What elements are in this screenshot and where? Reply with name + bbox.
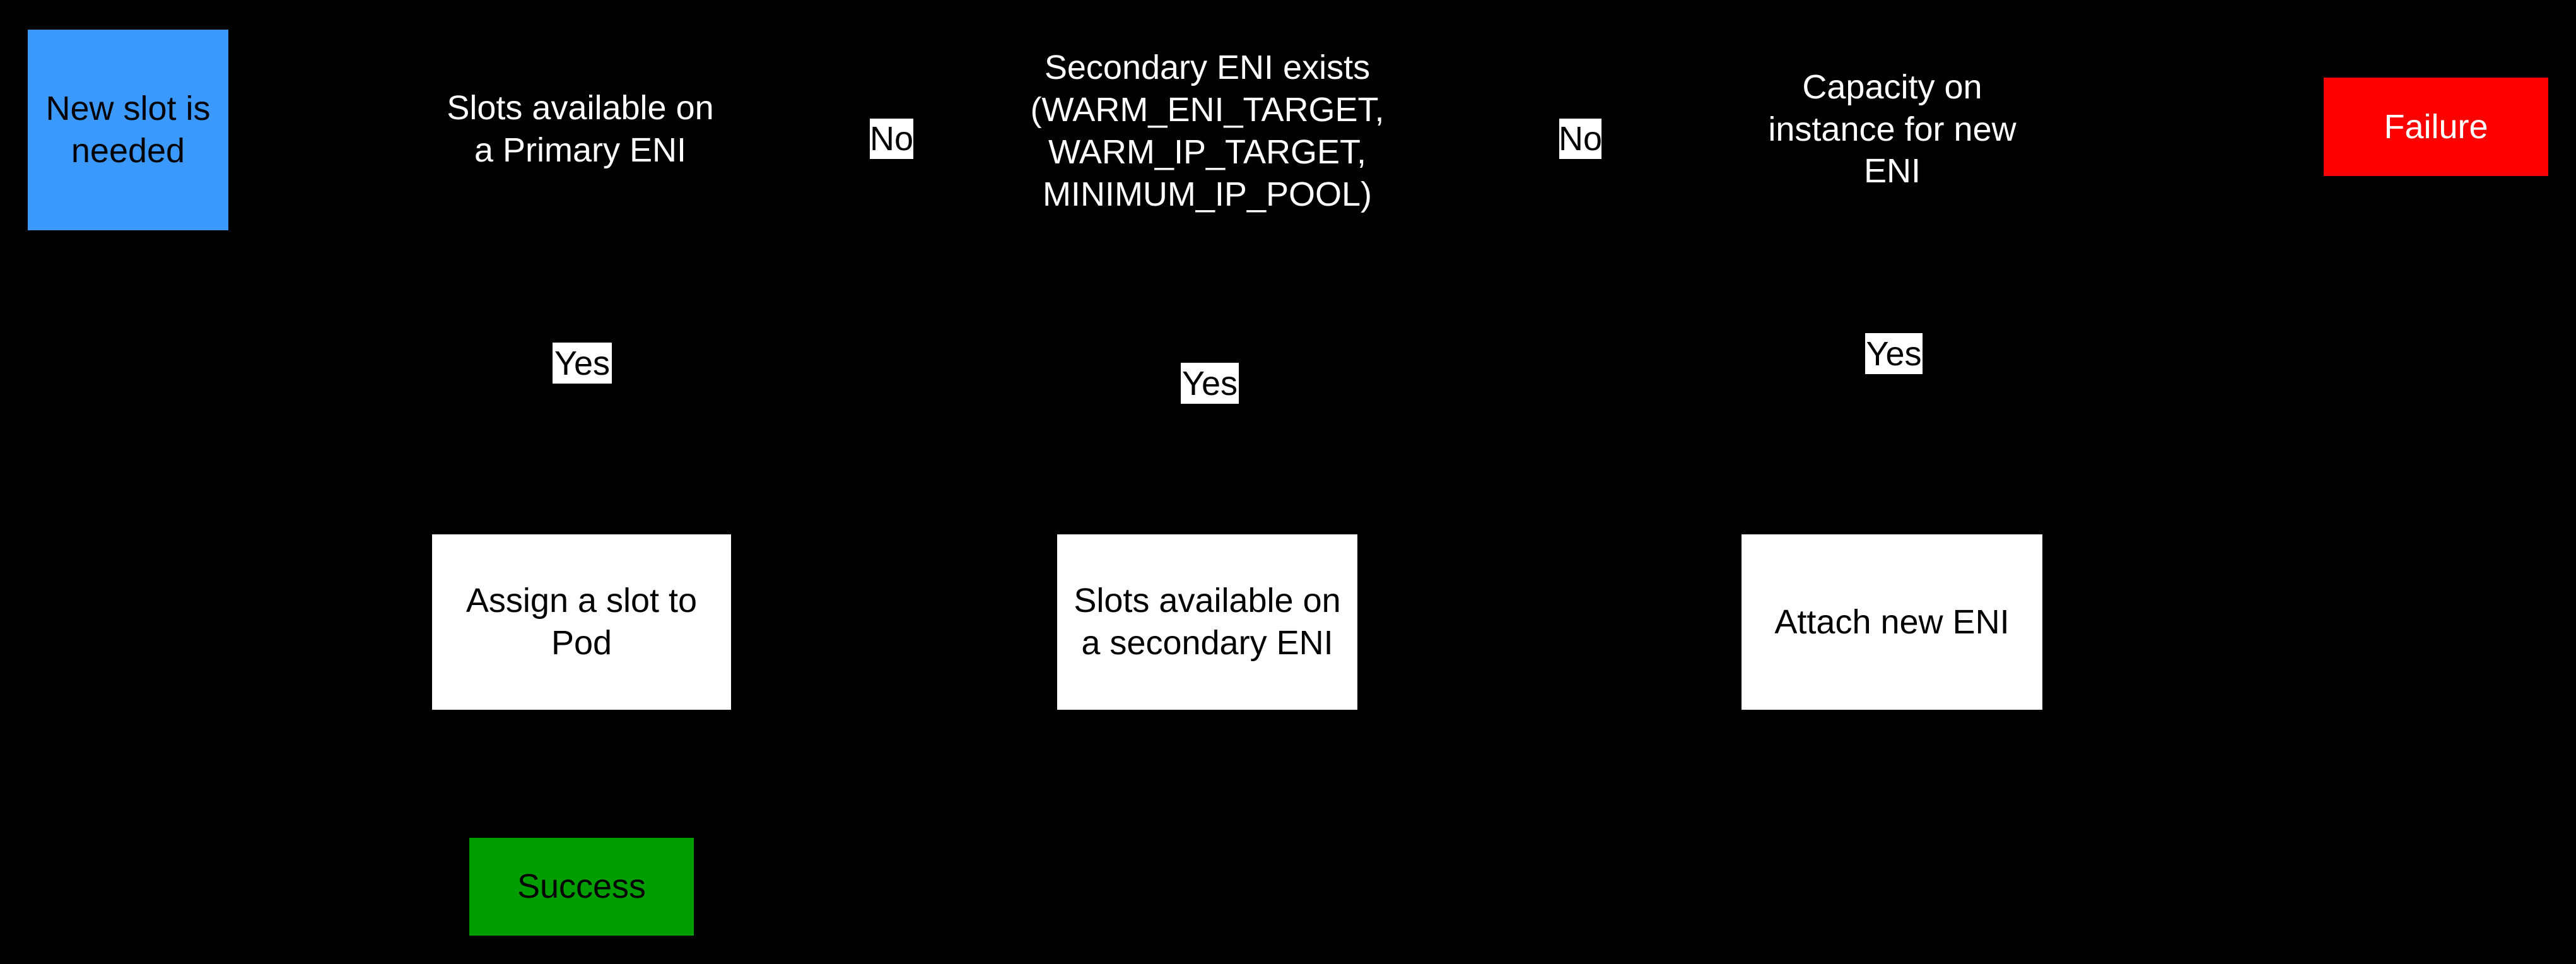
start-node-new-slot-needed: New slot is needed (28, 30, 228, 230)
terminal-node-failure: Failure (2324, 78, 2548, 176)
process-node-attach-new-eni: Attach new ENI (1742, 534, 2042, 710)
edge-label-yes-secondary: Yes (1181, 363, 1239, 404)
decision-secondary-eni-exists: Secondary ENI exists (WARM_ENI_TARGET, W… (1030, 49, 1385, 213)
edge-label-no-primary: No (869, 119, 914, 159)
process-node-assign-slot-to-pod: Assign a slot to Pod (432, 534, 731, 710)
decision-slots-available-primary-eni: Slots available on a Primary ENI (447, 89, 714, 169)
edge-label-yes-primary: Yes (553, 343, 612, 384)
edge-label-yes-capacity: Yes (1865, 333, 1923, 374)
decision-capacity-for-new-eni: Capacity on instance for new ENI (1768, 68, 2017, 191)
process-node-slots-available-secondary-eni: Slots available on a secondary ENI (1057, 534, 1357, 710)
terminal-node-success: Success (469, 838, 694, 936)
edge-label-no-secondary: No (1558, 119, 1603, 159)
